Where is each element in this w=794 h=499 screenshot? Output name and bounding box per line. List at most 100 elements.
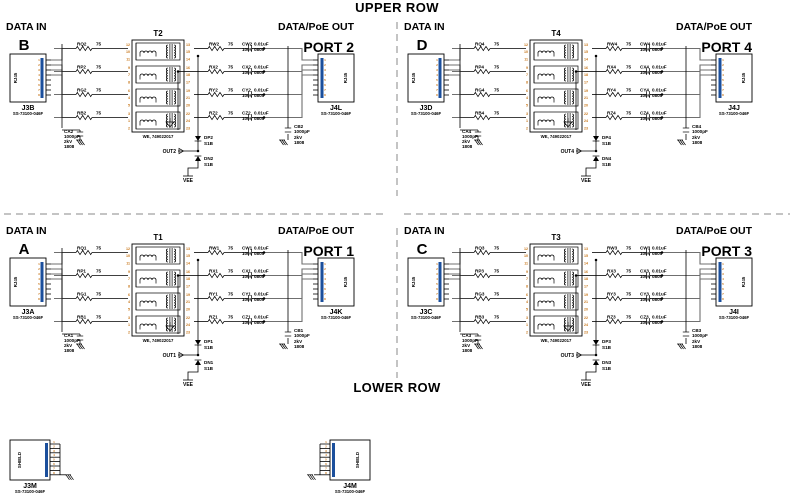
- jack-partno: SS-73100-046F: [13, 111, 44, 116]
- resistor-RY4: [605, 91, 623, 98]
- resistor-value: 75: [626, 65, 632, 70]
- shield-pin-number: 8: [325, 471, 327, 475]
- primary-winding: [139, 96, 157, 100]
- resistor-value: 75: [96, 65, 102, 70]
- shield-pin-number: 1: [53, 440, 55, 444]
- cap-value: 0.01uF: [254, 65, 269, 70]
- transformer-partno: WE, 749022017: [541, 134, 572, 139]
- jack-pin-number: 2: [722, 63, 724, 67]
- primary-winding: [139, 323, 157, 327]
- transformer-pin-secondary: 14: [186, 57, 190, 61]
- shield-pin-number: 4: [53, 453, 55, 457]
- resistor-refdes: RQ3: [475, 246, 485, 251]
- transformer-pin-primary: 12: [126, 43, 130, 47]
- resistor-RP1: [75, 272, 93, 279]
- transformer-pin-primary: 10: [524, 254, 528, 258]
- jack-body-label: RJ45: [13, 276, 18, 287]
- resistor-value: 75: [626, 269, 632, 274]
- resistor-value: 75: [96, 315, 102, 320]
- cap-refdes: CY3: [640, 292, 649, 297]
- cap-voltage: 100V: [242, 47, 254, 52]
- shield-body-label: SHIELD: [17, 452, 22, 468]
- cap-package: 0805: [254, 320, 265, 325]
- cap-value: 0.01uF: [652, 65, 667, 70]
- transformer-pin-primary: 3: [128, 112, 130, 116]
- resistor-value: 75: [626, 42, 632, 47]
- resistor-value: 75: [96, 292, 102, 297]
- secondary-winding: [166, 271, 176, 286]
- diode-type: S1B: [204, 366, 214, 371]
- resistor-refdes: RW4: [607, 42, 618, 47]
- jack-partno: SS-73100-046F: [13, 315, 44, 320]
- resistor-RY2: [207, 91, 225, 98]
- diode-type: S1B: [602, 345, 612, 350]
- transformer-pin-secondary: 16: [584, 66, 588, 70]
- jack-partno: SS-73100-046F: [321, 111, 352, 116]
- resistor-value: 75: [626, 292, 632, 297]
- junction-dot: [262, 274, 266, 277]
- jack-pin-number: 5: [722, 282, 724, 286]
- resistor-RX1: [207, 272, 225, 279]
- transformer-pin-secondary: 22: [186, 112, 190, 116]
- secondary-winding: [564, 271, 574, 286]
- bulk-cap-package: 1808: [462, 348, 473, 353]
- transformer-pin-secondary: 14: [584, 261, 588, 265]
- jack-pin-number: 7: [436, 292, 438, 296]
- jack-pin-number: 8: [324, 297, 326, 301]
- primary-winding: [139, 300, 157, 304]
- cap-value: 0.01uF: [652, 111, 667, 116]
- cap-package: 0805: [254, 93, 265, 98]
- cap-refdes: CX2: [242, 65, 251, 70]
- resistor-refdes: RP4: [475, 65, 484, 70]
- capacitor-CX2: [248, 68, 252, 75]
- diode-DN2: [194, 155, 202, 161]
- resistor-RQ3: [473, 249, 491, 256]
- transformer-pin-secondary: 20: [186, 307, 190, 311]
- transformer-pin-secondary: 19: [584, 89, 588, 93]
- cap-package: 0805: [652, 47, 663, 52]
- jack-partno: SS-73100-046F: [321, 315, 352, 320]
- resistor-refdes: RG3: [475, 292, 485, 297]
- transformer-channel: [533, 292, 579, 311]
- resistor-refdes: RX4: [607, 65, 616, 70]
- cap-value: 0.01uF: [652, 246, 667, 251]
- resistor-refdes: RP1: [77, 269, 86, 274]
- junction-dot: [262, 93, 266, 96]
- transformer-pin-secondary: 23: [186, 330, 190, 334]
- cap-refdes: CZ4: [640, 111, 649, 116]
- resistor-value: 75: [228, 292, 234, 297]
- cap-value: 0.01uF: [652, 269, 667, 274]
- junction-dot: [660, 297, 664, 300]
- secondary-winding: [166, 67, 176, 82]
- resistor-RG4: [473, 91, 491, 98]
- cap-refdes: CZ1: [242, 315, 251, 320]
- vee-label: VEE: [183, 178, 194, 184]
- transformer-pin-secondary: 17: [584, 284, 588, 288]
- jack-refdes: J4K: [330, 309, 343, 316]
- primary-winding: [537, 96, 555, 100]
- jack-pin-number: 1: [436, 58, 438, 62]
- transformer-pin-secondary: 21: [584, 300, 588, 304]
- transformer-pin-primary: 10: [126, 50, 130, 54]
- chassis-ground: [165, 118, 175, 128]
- transformer-pin-primary: 4: [128, 300, 130, 304]
- cap-voltage: 100V: [640, 116, 652, 121]
- transformer-channel: [135, 88, 181, 107]
- transformer-pin-primary: 7: [526, 277, 528, 281]
- resistor-value: 75: [494, 88, 500, 93]
- secondary-winding: [564, 294, 574, 309]
- bulk-cap-voltage: 2kV: [692, 135, 701, 140]
